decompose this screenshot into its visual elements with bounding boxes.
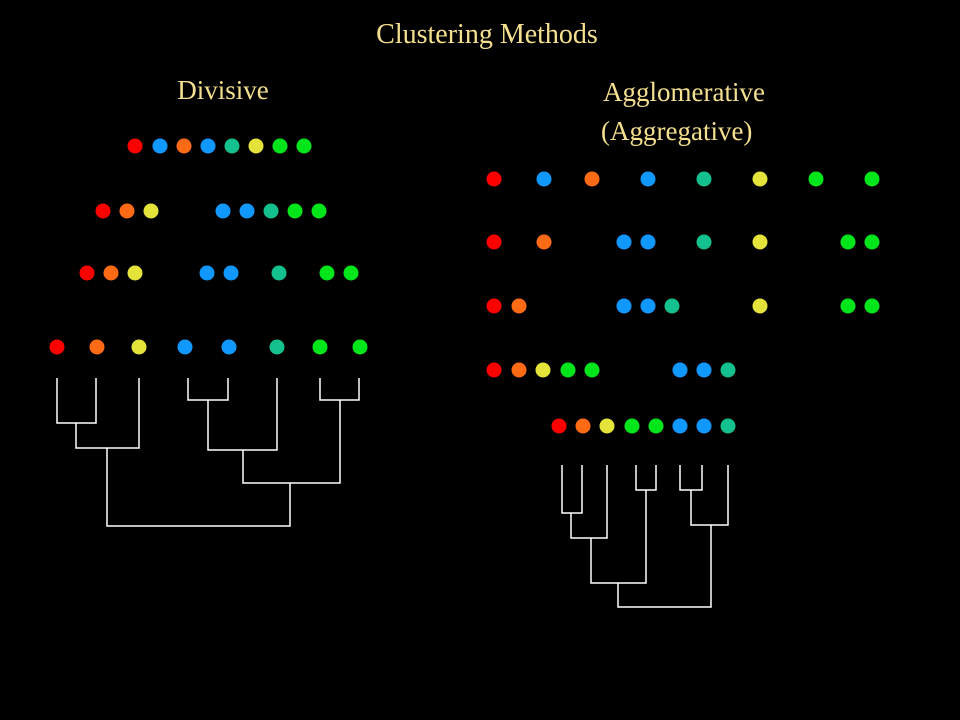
agglomerative-row3-dot-blue: [616, 298, 632, 314]
agglomerative-row1-dot-blue: [640, 171, 656, 187]
agglomerative-row1-dot-yellow: [752, 171, 768, 187]
divisive-row4-dot-teal: [269, 339, 285, 355]
agglomerative-row4-dot-red: [486, 362, 502, 378]
divisive-row4-dot-red: [49, 339, 65, 355]
divisive-dendrogram-red-orange-yellow: [75, 378, 140, 449]
agglo-dendrogram-green-green: [635, 465, 657, 491]
page-title: Clustering Methods: [376, 19, 598, 50]
divisive-dendrogram: [56, 378, 360, 527]
divisive-row2-dot-blue: [215, 203, 231, 219]
divisive-row3-dot-green: [343, 265, 359, 281]
divisive-row2-dot-orange: [119, 203, 135, 219]
agglomerative-row4-dot-yellow: [535, 362, 551, 378]
divisive-row4-dot-green: [352, 339, 368, 355]
divisive-dendrogram-blue-blue: [187, 378, 229, 401]
divisive-row3-dot-blue: [223, 265, 239, 281]
agglo-dendrogram-red-orange: [561, 465, 583, 514]
agglomerative-row5-dot-teal: [720, 418, 736, 434]
divisive-row4-dot-yellow: [131, 339, 147, 355]
agglomerative-row3-dot-orange: [511, 298, 527, 314]
agglomerative-row1-dot-orange: [584, 171, 600, 187]
agglomerative-row1-dot-green: [864, 171, 880, 187]
agglomerative-row3-dot-green: [840, 298, 856, 314]
divisive-row3-dot-blue: [199, 265, 215, 281]
divisive-row2-dot-green: [311, 203, 327, 219]
divisive-dendrogram-blue-teal: [207, 378, 278, 451]
divisive-dendrogram-red-orange: [56, 378, 97, 424]
divisive-row1-dot-blue: [200, 138, 216, 154]
divisive-label: Divisive: [177, 75, 269, 105]
divisive-dendrogram-green-green: [319, 378, 360, 401]
agglomerative-row2-dot-yellow: [752, 234, 768, 250]
agglomerative-row1-dot-red: [486, 171, 502, 187]
divisive-dendrogram-blue-green: [242, 400, 341, 484]
divisive-row2-dot-teal: [263, 203, 279, 219]
agglomerative-row3-dot-red: [486, 298, 502, 314]
agglomerative-row2-dot-green: [864, 234, 880, 250]
agglo-dendrogram-blue-teal: [690, 465, 729, 526]
divisive-row3-dot-orange: [103, 265, 119, 281]
agglomerative-row4-dot-blue: [672, 362, 688, 378]
divisive-row2-dot-yellow: [143, 203, 159, 219]
agglo-dendrogram-red-orange-yellow: [570, 465, 608, 539]
agglomerative-row2-dot-red: [486, 234, 502, 250]
agglomerative-row5-dot-blue: [696, 418, 712, 434]
agglomerative-row2-dot-teal: [696, 234, 712, 250]
divisive-row4-dot-blue: [221, 339, 237, 355]
agglomerative-dot-rows: [486, 171, 880, 434]
agglomerative-row5-dot-blue: [672, 418, 688, 434]
agglomerative-row5-dot-red: [551, 418, 567, 434]
divisive-row1-dot-yellow: [248, 138, 264, 154]
divisive-row2-dot-green: [287, 203, 303, 219]
agglomerative-row4-dot-blue: [696, 362, 712, 378]
divisive-row1-dot-orange: [176, 138, 192, 154]
divisive-row1-dot-teal: [224, 138, 240, 154]
agglomerative-dendrogram: [561, 465, 729, 608]
agglomerative-row3-dot-green: [864, 298, 880, 314]
divisive-row3-dot-yellow: [127, 265, 143, 281]
agglomerative-row1-dot-teal: [696, 171, 712, 187]
agglomerative-row5-dot-yellow: [599, 418, 615, 434]
agglomerative-row5-dot-green: [624, 418, 640, 434]
agglomerative-row1-dot-blue: [536, 171, 552, 187]
divisive-row3-dot-green: [319, 265, 335, 281]
agglomerative-row2-dot-orange: [536, 234, 552, 250]
agglomerative-label: Agglomerative: [603, 77, 765, 107]
divisive-row1-dot-red: [127, 138, 143, 154]
divisive-row1-dot-green: [272, 138, 288, 154]
agglomerative-row2-dot-blue: [616, 234, 632, 250]
divisive-row4-dot-blue: [177, 339, 193, 355]
agglo-dendrogram-blue-blue: [679, 465, 703, 491]
agglomerative-row3-dot-blue: [640, 298, 656, 314]
agglo-dendrogram-root: [617, 525, 712, 608]
divisive-dendrogram-root: [106, 448, 291, 527]
agglomerative-row4-dot-green: [560, 362, 576, 378]
agglomerative-row3-dot-yellow: [752, 298, 768, 314]
divisive-row3-dot-teal: [271, 265, 287, 281]
agglo-dendrogram-warm-group: [590, 490, 647, 584]
agglomerative-row2-dot-blue: [640, 234, 656, 250]
agglomerative-row5-dot-orange: [575, 418, 591, 434]
divisive-row1-dot-blue: [152, 138, 168, 154]
divisive-row3-dot-red: [79, 265, 95, 281]
divisive-dot-rows: [49, 138, 368, 355]
divisive-row4-dot-orange: [89, 339, 105, 355]
aggregative-label: (Aggregative): [601, 116, 752, 146]
agglomerative-row3-dot-teal: [664, 298, 680, 314]
divisive-row2-dot-blue: [239, 203, 255, 219]
divisive-row2-dot-red: [95, 203, 111, 219]
divisive-row1-dot-green: [296, 138, 312, 154]
agglomerative-row2-dot-green: [840, 234, 856, 250]
agglomerative-row4-dot-green: [584, 362, 600, 378]
agglomerative-row4-dot-orange: [511, 362, 527, 378]
agglomerative-row5-dot-green: [648, 418, 664, 434]
agglomerative-row4-dot-teal: [720, 362, 736, 378]
agglomerative-row1-dot-green: [808, 171, 824, 187]
divisive-row4-dot-green: [312, 339, 328, 355]
